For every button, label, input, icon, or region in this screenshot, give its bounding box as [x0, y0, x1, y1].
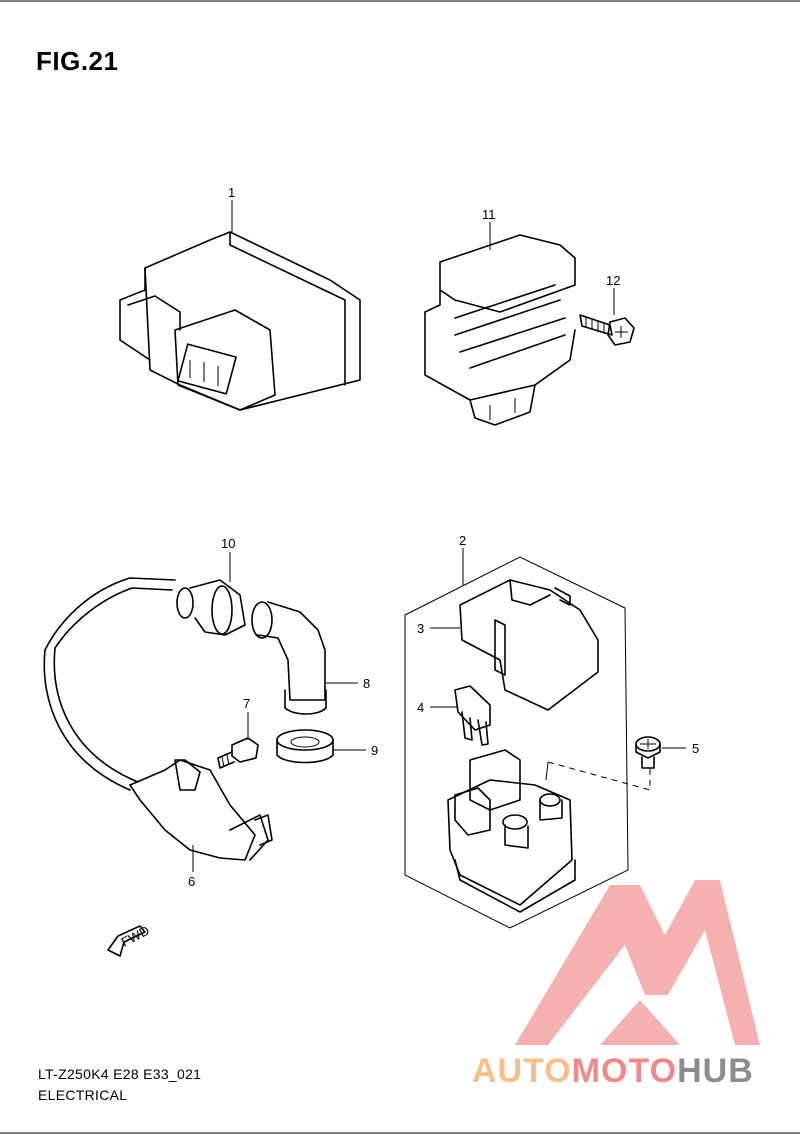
callout-labels: 1 2 3 4 5 6 7 8 9 10 11 12 — [188, 185, 699, 889]
part-6-ignition-coil — [43, 577, 273, 861]
watermark-moto: MOTO — [571, 1052, 678, 1090]
part-3-relay-cover — [459, 579, 599, 711]
callout-10: 10 — [221, 536, 235, 551]
part-2-relay-box — [404, 556, 629, 929]
watermark-hub: HUB — [677, 1052, 754, 1090]
watermark-text: AUTOMOTOHUB — [472, 1052, 754, 1091]
fwd-label: FWD — [119, 923, 152, 950]
part-12-bolt — [579, 314, 635, 346]
callout-5: 5 — [692, 741, 699, 756]
watermark-auto: AUTO — [472, 1052, 572, 1090]
part-5-screw — [635, 736, 661, 769]
callout-1: 1 — [228, 185, 235, 200]
callout-11: 11 — [482, 207, 496, 222]
callout-4: 4 — [417, 700, 424, 715]
callout-7: 7 — [243, 696, 250, 711]
callout-3: 3 — [417, 621, 424, 636]
diagram-code: LT-Z250K4 E28 E33_021 — [38, 1066, 202, 1082]
starter-relay-body — [447, 749, 576, 913]
part-7-bolt — [217, 737, 259, 769]
leader-lines — [192, 200, 686, 872]
part-1-cdi-unit — [119, 231, 361, 411]
diagram-caption: ELECTRICAL — [38, 1087, 128, 1103]
part-9-boot — [276, 729, 334, 764]
part-10-seal — [176, 579, 246, 636]
callout-12: 12 — [606, 273, 620, 288]
callout-8: 8 — [363, 676, 370, 691]
callout-9: 9 — [371, 743, 378, 758]
callout-6: 6 — [188, 874, 195, 889]
part-4-fuse — [454, 685, 491, 746]
watermark-logo — [515, 880, 760, 1045]
figure-title: FIG.21 — [36, 46, 119, 76]
fwd-arrow-icon: FWD — [107, 923, 152, 957]
part-8-plug-cap — [251, 601, 327, 715]
callout-2: 2 — [459, 533, 466, 548]
part-11-regulator — [424, 234, 576, 426]
